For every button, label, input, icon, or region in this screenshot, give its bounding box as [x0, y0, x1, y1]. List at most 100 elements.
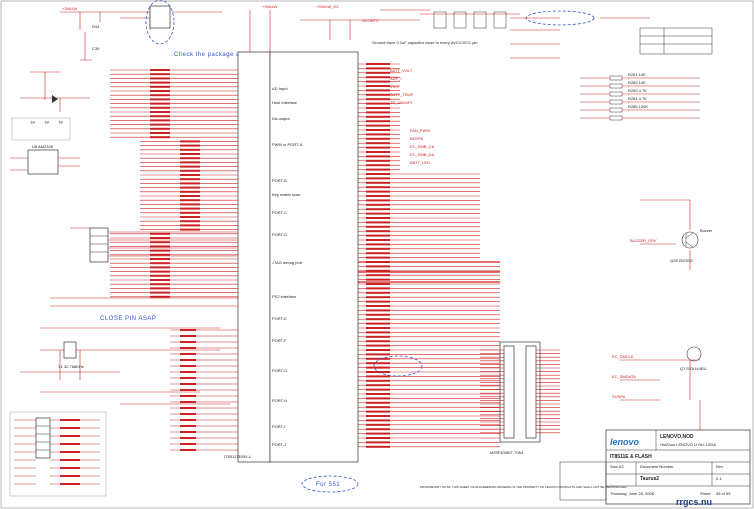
q7-label: Q7 DTA144EU [680, 366, 706, 371]
net-label-mark [366, 164, 390, 167]
svg-text:Rev: Rev [716, 464, 723, 469]
resistor-label: R281 10K [628, 72, 646, 77]
ec-section-label: PORT-C [272, 210, 287, 215]
resistor-label: R282 10K [628, 80, 646, 85]
net-label-mark [150, 90, 170, 92]
ec-section-label: PORT-D [272, 232, 287, 237]
net-label-mark [180, 211, 200, 214]
net-label-mark [150, 123, 170, 126]
ec-section-label: PORT-B [272, 178, 287, 183]
net-label-mark [366, 67, 390, 70]
net-label-mark [366, 168, 390, 171]
net-label-mark [366, 445, 390, 448]
net-label-mark [366, 410, 390, 413]
svg-text:EC_SMB_CK: EC_SMB_CK [410, 144, 435, 149]
net-label-mark [150, 283, 170, 286]
net-label-mark [60, 427, 80, 429]
net-label-mark [150, 258, 170, 260]
svg-text:IREF: IREF [390, 84, 400, 89]
svg-text:R44: R44 [92, 24, 100, 29]
doc-number: Taurus2 [640, 476, 659, 482]
net-label-mark [366, 322, 390, 325]
net-label-mark [366, 63, 390, 65]
net-label-mark [366, 428, 390, 431]
net-label-mark [180, 165, 200, 168]
net-label-mark [180, 431, 196, 433]
net-label-mark [150, 85, 170, 88]
net-label-mark [180, 389, 196, 391]
net-label-mark [366, 124, 390, 127]
net-label-mark [366, 335, 390, 338]
net-label-mark [366, 437, 390, 439]
rail-3valw-ec: +3VALW_EC [316, 4, 339, 9]
net-label-mark [366, 349, 390, 351]
svg-text:FAN_PWM: FAN_PWM [410, 128, 430, 133]
for-551-note: For 551 [316, 482, 340, 488]
net-label-mark [366, 76, 390, 79]
net-label-mark [366, 133, 390, 136]
rail-3valw: +3VALW [262, 4, 278, 9]
q-buzzer-label: Q28 2N7002 [670, 258, 693, 263]
svg-text:Size A3: Size A3 [610, 464, 624, 469]
net-label-mark [366, 331, 390, 334]
net-label-mark [150, 94, 170, 97]
net-label-mark [366, 225, 390, 228]
ec-section-label: PORT-F [272, 338, 287, 343]
net-label-mark [60, 459, 80, 461]
svg-text:C39: C39 [92, 46, 100, 51]
net-label-mark [366, 199, 390, 202]
highlight-ellipse-bottom [301, 475, 359, 493]
net-label-mark [180, 203, 200, 206]
net-label-mark [366, 283, 390, 285]
net-label-mark [366, 441, 390, 444]
bottom-right-circuit: Q7 DTA144EU EC_SMCLK EC_SMDATA SUSP# [612, 346, 706, 430]
title-block: lenovo LENOVO.NOD HuiZhou LENOVO LIYA L1… [605, 429, 751, 505]
net-label-mark [150, 241, 170, 244]
net-label-mark [366, 252, 390, 255]
net-label-mark [180, 220, 200, 223]
ec-section-label: DA output [272, 116, 290, 121]
net-label-mark [366, 173, 390, 175]
left-circuit: U6 AM2328 TP TP TP [10, 71, 90, 175]
svg-text:EC_SMDATA: EC_SMDATA [612, 374, 636, 379]
svg-text:TP: TP [58, 120, 63, 125]
buzzer-net: BUZZER_DRV [630, 238, 657, 243]
net-label-mark [180, 443, 196, 445]
net-label-mark [366, 419, 390, 422]
net-label-mark [366, 406, 390, 409]
resistor [609, 115, 623, 121]
net-label-mark [366, 151, 390, 153]
net-label-mark [366, 287, 390, 290]
resistor-pack [50, 227, 238, 307]
svg-text:SUSP#: SUSP# [612, 394, 626, 399]
svg-text:Sheet: Sheet [700, 491, 711, 496]
bottom-left-connector [9, 411, 107, 497]
net-label-mark [366, 393, 390, 395]
net-label-mark [366, 318, 390, 321]
net-label-mark [366, 379, 390, 382]
svg-text:EC_SMB_DA: EC_SMB_DA [410, 152, 435, 157]
net-label-mark [150, 119, 170, 122]
net-label-mark [150, 69, 170, 71]
net-label-mark [366, 155, 390, 158]
net-label-mark [366, 384, 390, 387]
resistor-label: R284 4.7K [628, 96, 647, 101]
svg-text:BATT_LED: BATT_LED [410, 160, 430, 165]
net-label-mark [150, 111, 170, 113]
net-label-mark [60, 419, 80, 421]
close-pin-note: CLOSE PIN ASAP [100, 316, 156, 322]
net-label-mark [366, 234, 390, 237]
net-label-mark [366, 186, 390, 189]
flash-pin-lines [480, 349, 560, 434]
date: Thursday, June 26, 2008 [610, 491, 655, 496]
net-label-mark [366, 111, 390, 114]
svg-text:TP: TP [30, 120, 35, 125]
net-label-mark [366, 239, 390, 241]
net-label-mark [60, 451, 80, 453]
crystal-label: Y1 32.768KHz [58, 364, 84, 369]
net-label-mark [366, 375, 390, 378]
net-label-mark [180, 174, 200, 176]
buzzer-circuit: Buzzer Q28 2N7002 BUZZER_DRV [630, 199, 713, 270]
net-label-mark [366, 388, 390, 391]
net-label-mark [366, 89, 390, 92]
